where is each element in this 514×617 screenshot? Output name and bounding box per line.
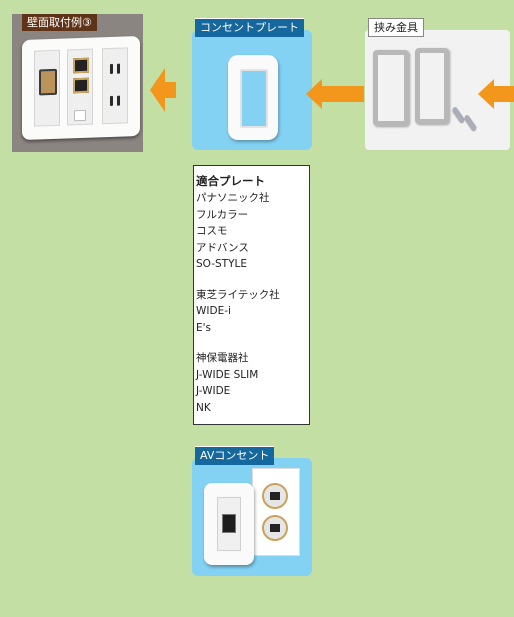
av-outlet-photo: [204, 483, 254, 565]
list-item: 東芝ライテック社: [196, 288, 280, 301]
outlet-plate-label: コンセントプレート: [195, 18, 304, 37]
blank-port-icon: [74, 109, 86, 122]
outlet-plate-panel: コンセントプレート: [192, 18, 312, 150]
hdmi-port-icon: [222, 514, 236, 533]
av-outlet-module: [217, 497, 241, 551]
compatible-plates-list: 適合プレート パナソニック社 フルカラー コスモ アドバンス SO-STYLE …: [193, 165, 310, 425]
outlet-plate-window: [240, 69, 268, 128]
av-jack-icon: [262, 515, 288, 541]
list-item: J-WIDE: [196, 385, 231, 397]
av-jack-icon: [262, 483, 288, 509]
clamp-bracket-photo: [415, 48, 449, 124]
power-module: [102, 47, 128, 125]
list-item: パナソニック社: [196, 192, 270, 204]
list-item: WIDE-i: [196, 305, 231, 317]
lan-module: [67, 48, 93, 126]
lan-port-icon: [73, 57, 89, 74]
wall-plate-photo: [22, 35, 140, 141]
screw-icon: [463, 114, 478, 131]
list-item: SO-STYLE: [196, 258, 247, 270]
list-item: コスモ: [196, 225, 228, 237]
av-outlet-label: AVコンセント: [195, 446, 275, 465]
arrow-left-icon: [150, 68, 176, 112]
av-outlet-panel: AVコンセント: [192, 446, 312, 576]
list-item: E's: [196, 321, 211, 334]
arrow-left-icon: [306, 79, 364, 109]
vga-port-icon: [39, 68, 57, 96]
av-outlet-back-photo: [252, 468, 300, 556]
power-outlet-icon: [108, 63, 122, 76]
power-outlet-icon: [108, 95, 122, 108]
list-item: アドバンス: [196, 241, 249, 254]
list-item: フルカラー: [196, 208, 249, 221]
arrow-left-icon: [478, 79, 514, 109]
list-item: NK: [196, 401, 211, 414]
compatible-plates-title: 適合プレート: [196, 174, 265, 188]
clamp-bracket-photo: [373, 50, 409, 126]
outlet-plate-photo: [228, 55, 278, 140]
wall-mount-example-panel: 壁面取付例③: [12, 14, 143, 152]
list-item: J-WIDE SLIM: [196, 368, 259, 381]
wall-mount-label: 壁面取付例③: [22, 14, 97, 31]
vga-module: [34, 49, 60, 127]
list-item: 神保電器社: [196, 352, 249, 364]
screw-icon: [451, 106, 466, 123]
clamp-label: 挟み金具: [368, 18, 424, 37]
lan-port-icon: [73, 77, 89, 94]
